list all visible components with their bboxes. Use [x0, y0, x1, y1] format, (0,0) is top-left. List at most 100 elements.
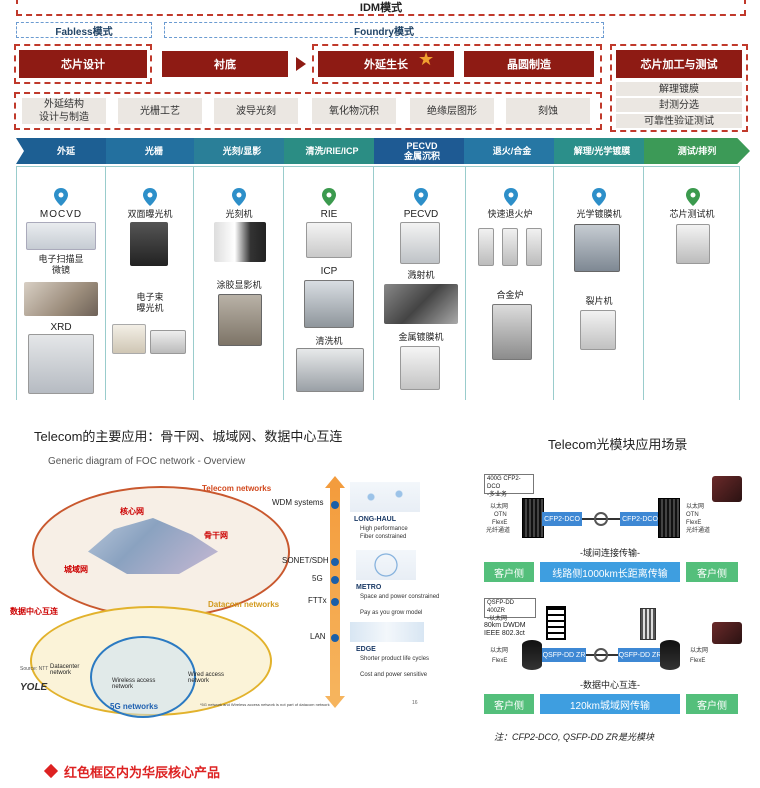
- scene2-caption: -数据中心互连-: [580, 680, 640, 690]
- stage-epitaxy: 外延: [16, 138, 116, 164]
- axis-item-5g: 5G: [312, 574, 323, 583]
- test-step-cleave-label: 解理镀膜: [659, 83, 699, 95]
- axis-dot: [331, 634, 339, 642]
- equipment-image: [112, 324, 146, 354]
- fiber-coil-icon: [594, 512, 608, 526]
- equipment-image: [218, 294, 262, 346]
- axis-arrow-down-icon: [325, 696, 345, 708]
- location-pin-icon: [143, 188, 157, 206]
- scene2-left-label: FlexE: [492, 658, 508, 664]
- sub-step-etch: 刻蚀: [506, 98, 590, 124]
- telecom-section: Telecom的主要应用：骨干网、城域网、数据中心互连 Generic diag…: [0, 400, 760, 788]
- scene2-left-label: 以太网: [490, 648, 509, 654]
- location-pin-icon: [414, 188, 428, 206]
- equipment-label: 快速退火炉: [487, 209, 533, 219]
- metro-bullet: Space and power constrained: [360, 594, 440, 600]
- equipment-image: [400, 346, 440, 390]
- metro-network-image: [356, 550, 416, 580]
- scene2-right-label: 以太网: [690, 648, 709, 654]
- datacom-network-label: Datacom networks: [208, 600, 280, 609]
- scene2-line-side: 120km城域网传输: [540, 694, 680, 714]
- long-haul-title: LONG-HAUL: [354, 516, 396, 523]
- source-label: Source: NTT: [20, 666, 49, 672]
- database-icon: [522, 640, 542, 670]
- test-step-package-label: 封测分选: [659, 99, 699, 111]
- location-pin-icon: [686, 188, 700, 206]
- database-icon: [660, 640, 680, 670]
- step-epitaxy: 外延生长: [318, 51, 454, 77]
- telecom-module-title: Telecom光模块应用场景: [548, 437, 688, 452]
- telecom-network-label: Telecom networks: [202, 484, 272, 493]
- telecom-applications-title: Telecom的主要应用：骨干网、城域网、数据中心互连: [34, 429, 343, 444]
- stage-anneal: 退火/合金: [464, 138, 560, 164]
- sub-step-epi-design-label: 外延结构 设计与制造: [39, 99, 89, 123]
- location-pin-icon: [54, 188, 68, 206]
- metro-bullet: Pay as you grow model: [360, 610, 423, 616]
- dc-interconnect-label: 数据中心互连: [10, 607, 58, 616]
- scene1-left-label: 以太网: [490, 504, 509, 510]
- sub-step-oxide-label: 氧化物沉积: [329, 105, 379, 117]
- test-step-cleave: 解理镀膜: [616, 82, 742, 96]
- equipment-label: 光学镀膜机: [576, 209, 622, 219]
- network-diagram: Telecom networks Datacom networks 核心网 骨干…: [10, 466, 290, 720]
- equipment-label: 芯片测试机: [669, 209, 715, 219]
- equipment-image: [400, 222, 440, 264]
- wireless-access-label: Wireless access network: [112, 678, 156, 690]
- stage-litho: 光刻/显影: [194, 138, 290, 164]
- scene2-module-left: QSFP-DD ZR: [542, 648, 586, 662]
- equipment-column-5: [374, 166, 466, 402]
- chip-process-frame: [610, 44, 748, 132]
- arrow-right-icon: [296, 57, 306, 71]
- equipment-column-2: [106, 166, 194, 402]
- equipment-image: [150, 330, 186, 354]
- location-pin-icon: [322, 188, 336, 206]
- axis-item-sonet: SONET/SDH: [282, 556, 329, 565]
- edge-title: EDGE: [356, 646, 376, 653]
- equipment-image: [24, 282, 98, 316]
- core-net-label: 核心网: [120, 507, 144, 516]
- idm-label: IDM模式: [359, 2, 403, 14]
- chip-design-frame: [14, 44, 152, 84]
- equipment-image: [130, 222, 168, 266]
- equipment-image: [492, 304, 532, 360]
- scene1-module-right: CFP2-DCO: [620, 512, 660, 526]
- stage-grating-label: 光栅: [144, 145, 163, 156]
- location-pin-icon: [504, 188, 518, 206]
- scene1-client-right: 客户侧: [686, 562, 738, 582]
- long-haul-network-image: [350, 482, 420, 512]
- footer-note: 红色框区内为华辰核心产品: [64, 765, 221, 780]
- edge-network-image: [350, 622, 424, 642]
- stage-clean-etch: 清洗/RIE/ICP: [284, 138, 380, 164]
- equipment-image: [28, 334, 94, 394]
- scene1-right-label: 光纤通道: [686, 528, 711, 534]
- wired-access-label: Wired access network: [188, 672, 225, 684]
- equipment-label: 合金炉: [496, 290, 524, 300]
- equipment-label: 溅射机: [407, 270, 435, 280]
- metro-net-label: 城域网: [64, 565, 88, 574]
- stage-pecvd-label: PECVD 金属沉积: [403, 140, 440, 161]
- segment-axis: [330, 486, 340, 696]
- equipment-column-3: [194, 166, 284, 402]
- equipment-image: [574, 224, 620, 272]
- fiveg-network-label: 5G networks: [110, 702, 159, 711]
- backbone-net-label: 骨干网: [204, 531, 228, 540]
- equipment-column-4: [284, 166, 374, 402]
- step-wafer-fab: 晶圆制造: [464, 51, 594, 77]
- axis-dot: [331, 558, 339, 566]
- scene1-module-photo: [712, 476, 742, 502]
- scene1-left-label: OTN: [494, 512, 507, 518]
- scene1-right-label: 以太网: [686, 504, 705, 510]
- equipment-label: 电子扫描显 微镜: [38, 254, 84, 276]
- sub-step-grating: 光栅工艺: [118, 98, 202, 124]
- scene1-left-label: FlexE: [492, 520, 508, 526]
- fiveg-network-circle: [90, 636, 196, 718]
- axis-dot: [331, 576, 339, 584]
- stage-litho-label: 光刻/显影: [222, 145, 262, 156]
- foundry-label: Foundry模式: [354, 26, 414, 38]
- module-note: 注：CFP2-DCO, QSFP-DD ZR是光模块: [494, 732, 655, 742]
- scene1-right-label: OTN: [686, 512, 699, 518]
- page-number: 16: [412, 700, 418, 706]
- equipment-label: 电子束 曝光机: [136, 292, 164, 314]
- fabless-label: Fabless模式: [55, 26, 113, 38]
- equipment-image: [384, 284, 458, 324]
